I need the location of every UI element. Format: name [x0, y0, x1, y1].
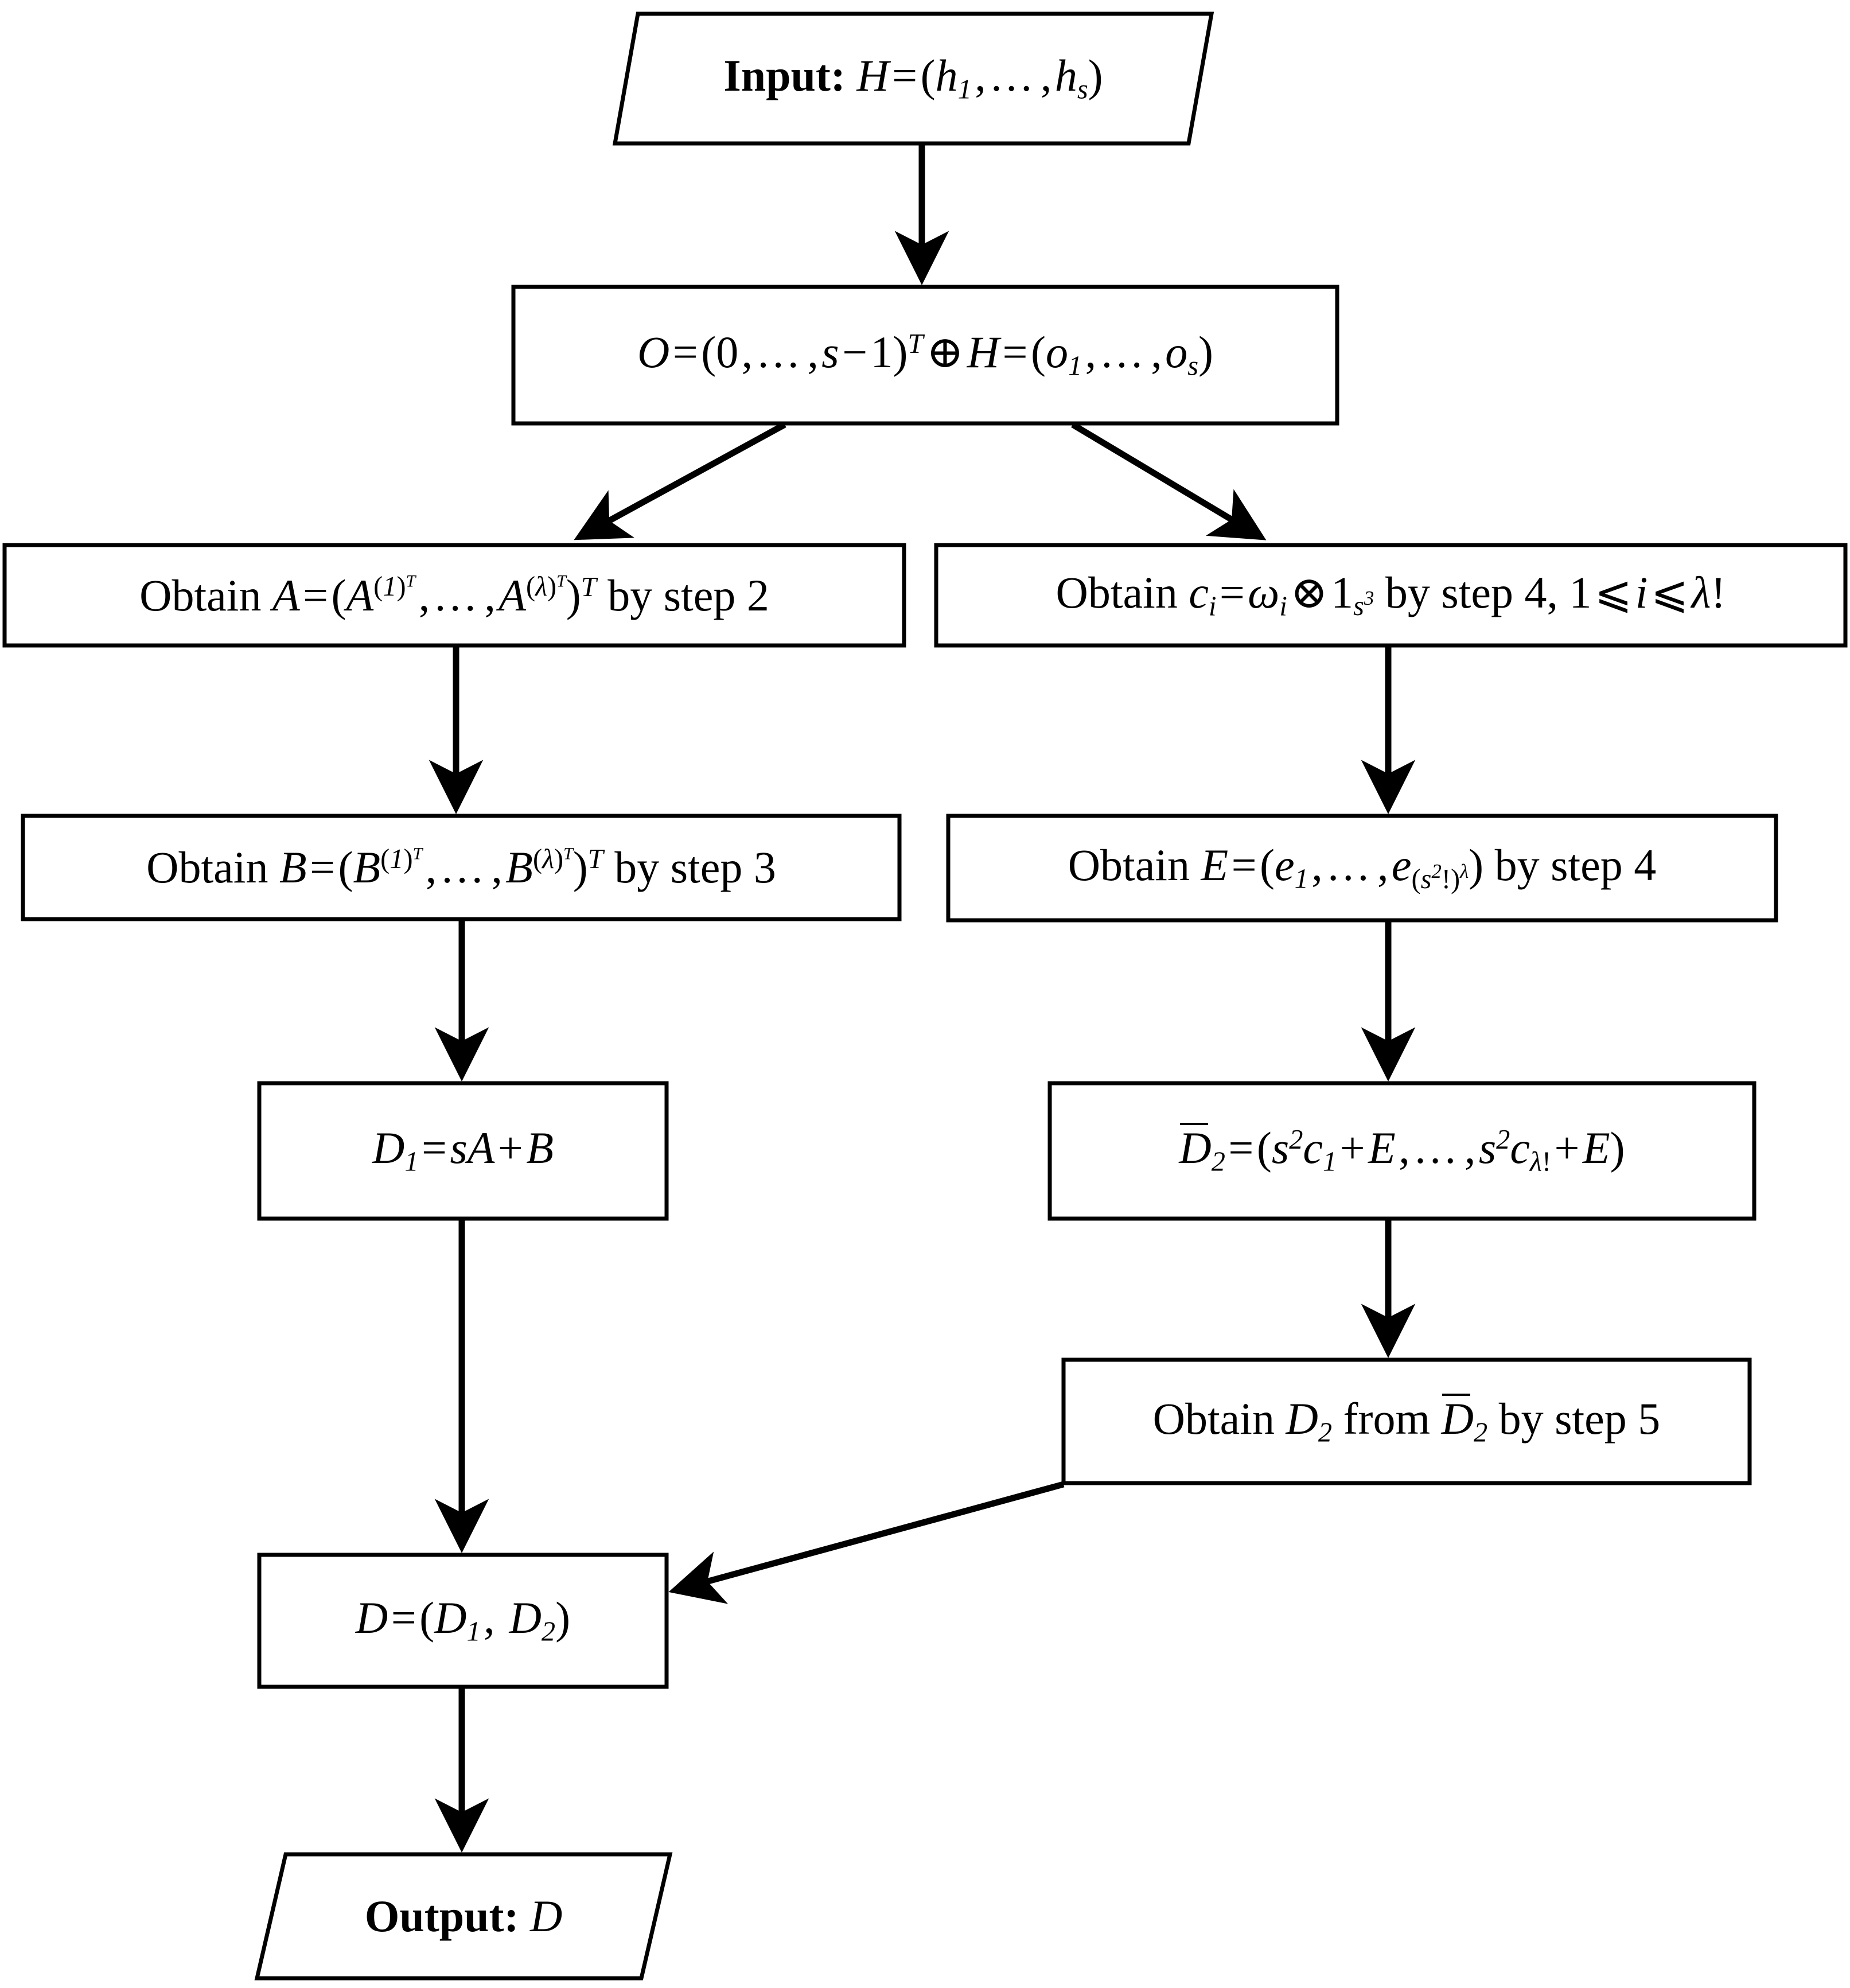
edge-o-to-obtain-c	[1071, 422, 1267, 540]
compute-o-node-shape	[511, 285, 1339, 426]
obtain-b-node-shape	[21, 814, 902, 921]
input-node-shape	[612, 11, 1214, 146]
obtain-e-node-shape	[946, 814, 1778, 923]
obtain-d2-node-shape	[1061, 1357, 1752, 1485]
obtain-c-node-shape	[934, 543, 1848, 648]
output-node-shape	[254, 1852, 673, 1981]
compute-d1-node-shape	[257, 1081, 669, 1221]
edge-o-to-obtain-a	[574, 422, 786, 540]
combine-d-node-shape	[257, 1553, 669, 1689]
edge-obtain-d2-to-d	[668, 1481, 1065, 1604]
obtain-a-node-shape	[2, 543, 906, 648]
compute-d2bar-node-shape	[1047, 1081, 1756, 1221]
